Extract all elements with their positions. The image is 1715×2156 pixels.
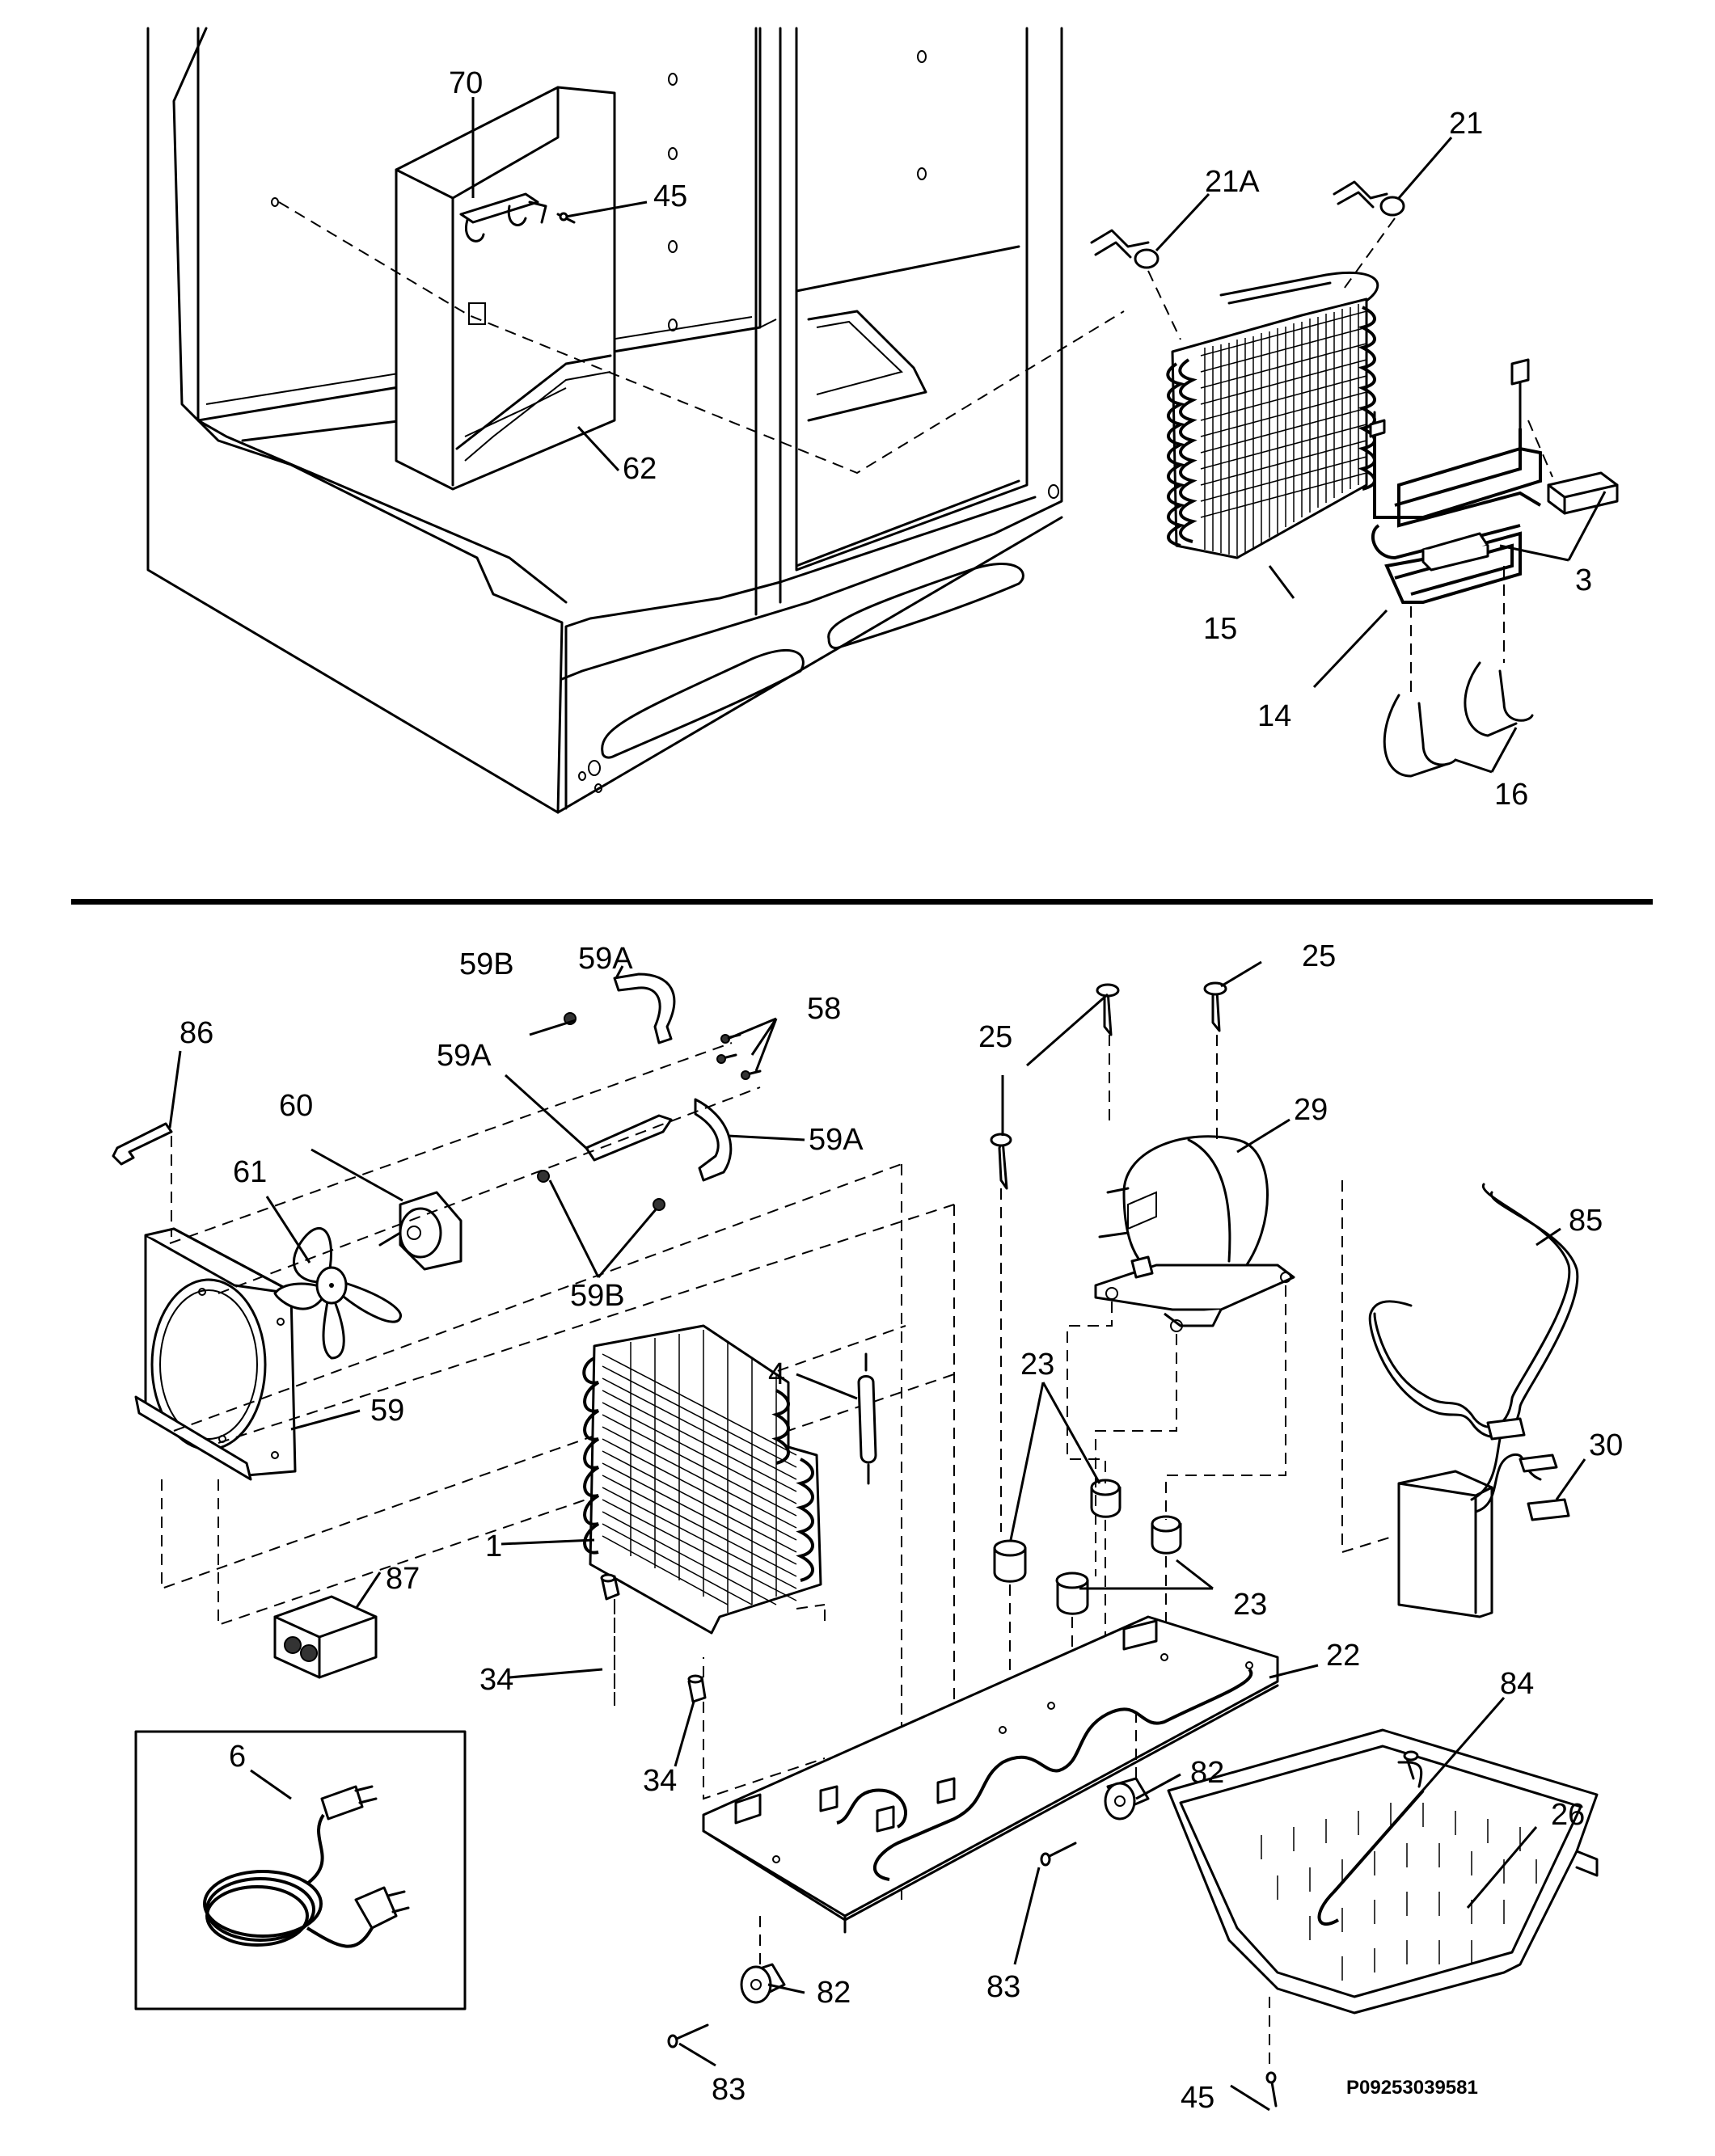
callout-59B-a: 59B <box>459 947 514 981</box>
start-relay <box>1341 1180 1570 1618</box>
guide-line-clip <box>1527 420 1553 478</box>
fan-shroud <box>134 1227 297 1481</box>
condenser-spacers <box>600 1573 826 1800</box>
callout-3: 3 <box>1575 563 1592 597</box>
callout-45-top: 45 <box>653 179 687 213</box>
callout-86: 86 <box>180 1016 213 1050</box>
thermistor-21 <box>1333 180 1405 217</box>
callout-45-bottom: 45 <box>1181 2081 1214 2115</box>
leveling-screws <box>667 1842 1077 2048</box>
section-divider <box>71 899 1653 905</box>
callout-83-a: 83 <box>986 1970 1020 2004</box>
callout-87: 87 <box>386 1562 420 1596</box>
callout-62: 62 <box>623 452 657 486</box>
power-cord-frame <box>134 1730 467 2010</box>
callout-59B-b: 59B <box>570 1279 625 1313</box>
callout-26: 26 <box>1551 1798 1585 1832</box>
callout-58: 58 <box>807 992 841 1026</box>
cabinet-liner <box>146 27 1063 814</box>
evaporator-coil <box>1166 271 1379 559</box>
drain-pan-screw <box>1265 1997 1278 2107</box>
callout-21: 21 <box>1449 107 1483 141</box>
callout-59A-c: 59A <box>809 1123 864 1157</box>
guide-line-thermistors <box>1147 217 1396 340</box>
base-tray <box>702 1615 1279 1934</box>
callout-15: 15 <box>1203 612 1237 646</box>
callout-21A: 21A <box>1205 165 1260 199</box>
callout-59: 59 <box>370 1394 404 1428</box>
overload-protector <box>273 1595 378 1679</box>
heater-supports <box>1383 566 1534 778</box>
shroud-bracket <box>112 1122 173 1166</box>
heater-terminal-block <box>1421 532 1489 572</box>
callout-82-b: 82 <box>817 1976 851 2010</box>
ice-chute-housing <box>395 86 616 491</box>
rear-foot <box>1104 1714 1150 1821</box>
compressor <box>1094 1135 1295 1332</box>
callout-labels: 70 45 62 21A 21 3 15 14 16 59B 59A 58 86… <box>180 66 1623 2115</box>
callout-82-a: 82 <box>1190 1756 1224 1790</box>
power-cord <box>203 1785 410 1948</box>
dispenser-bracket <box>459 192 547 243</box>
filter-drier <box>857 1352 877 1485</box>
thermistor-21A <box>1090 229 1160 269</box>
callout-4: 4 <box>768 1357 785 1391</box>
callout-84: 84 <box>1500 1667 1534 1701</box>
guide-line-chute <box>278 201 1125 475</box>
callout-61: 61 <box>233 1155 267 1189</box>
callout-1: 1 <box>485 1529 502 1563</box>
mounting-grommets <box>537 1012 665 1211</box>
callout-70: 70 <box>449 66 483 100</box>
fan-motor <box>378 1191 463 1271</box>
callout-59A-b: 59A <box>437 1039 492 1073</box>
callout-16: 16 <box>1494 778 1528 812</box>
callout-23-b: 23 <box>1233 1588 1267 1622</box>
callout-60: 60 <box>279 1089 313 1123</box>
callout-34-a: 34 <box>479 1663 513 1697</box>
defrost-heater <box>1369 358 1542 604</box>
callout-6: 6 <box>229 1740 246 1774</box>
callout-83-b: 83 <box>712 2073 746 2107</box>
callout-23-a: 23 <box>1020 1348 1054 1382</box>
fan-blade <box>273 1227 402 1360</box>
callout-25-a: 25 <box>1302 939 1336 973</box>
callout-59A-a: 59A <box>578 942 633 976</box>
front-foot <box>740 1916 786 2004</box>
drain-tube <box>1317 1750 1425 1926</box>
condenser <box>582 1324 826 1706</box>
callout-85: 85 <box>1569 1204 1603 1238</box>
diagram-code: P09253039581 <box>1346 2077 1478 2099</box>
callout-25-b: 25 <box>978 1020 1012 1054</box>
callout-29: 29 <box>1294 1093 1328 1127</box>
compressor-bolts <box>990 981 1227 1532</box>
drain-pan <box>1167 1728 1599 2015</box>
mounting-screws <box>716 1033 762 1080</box>
discharge-tube <box>1368 1183 1579 1438</box>
heater-clip <box>1547 471 1619 515</box>
mounting-brackets <box>585 973 733 1182</box>
callout-34-b: 34 <box>643 1764 677 1798</box>
callout-14: 14 <box>1257 699 1291 733</box>
callout-30: 30 <box>1589 1428 1623 1462</box>
leader-lines <box>168 97 1607 2112</box>
callout-22: 22 <box>1326 1639 1360 1673</box>
